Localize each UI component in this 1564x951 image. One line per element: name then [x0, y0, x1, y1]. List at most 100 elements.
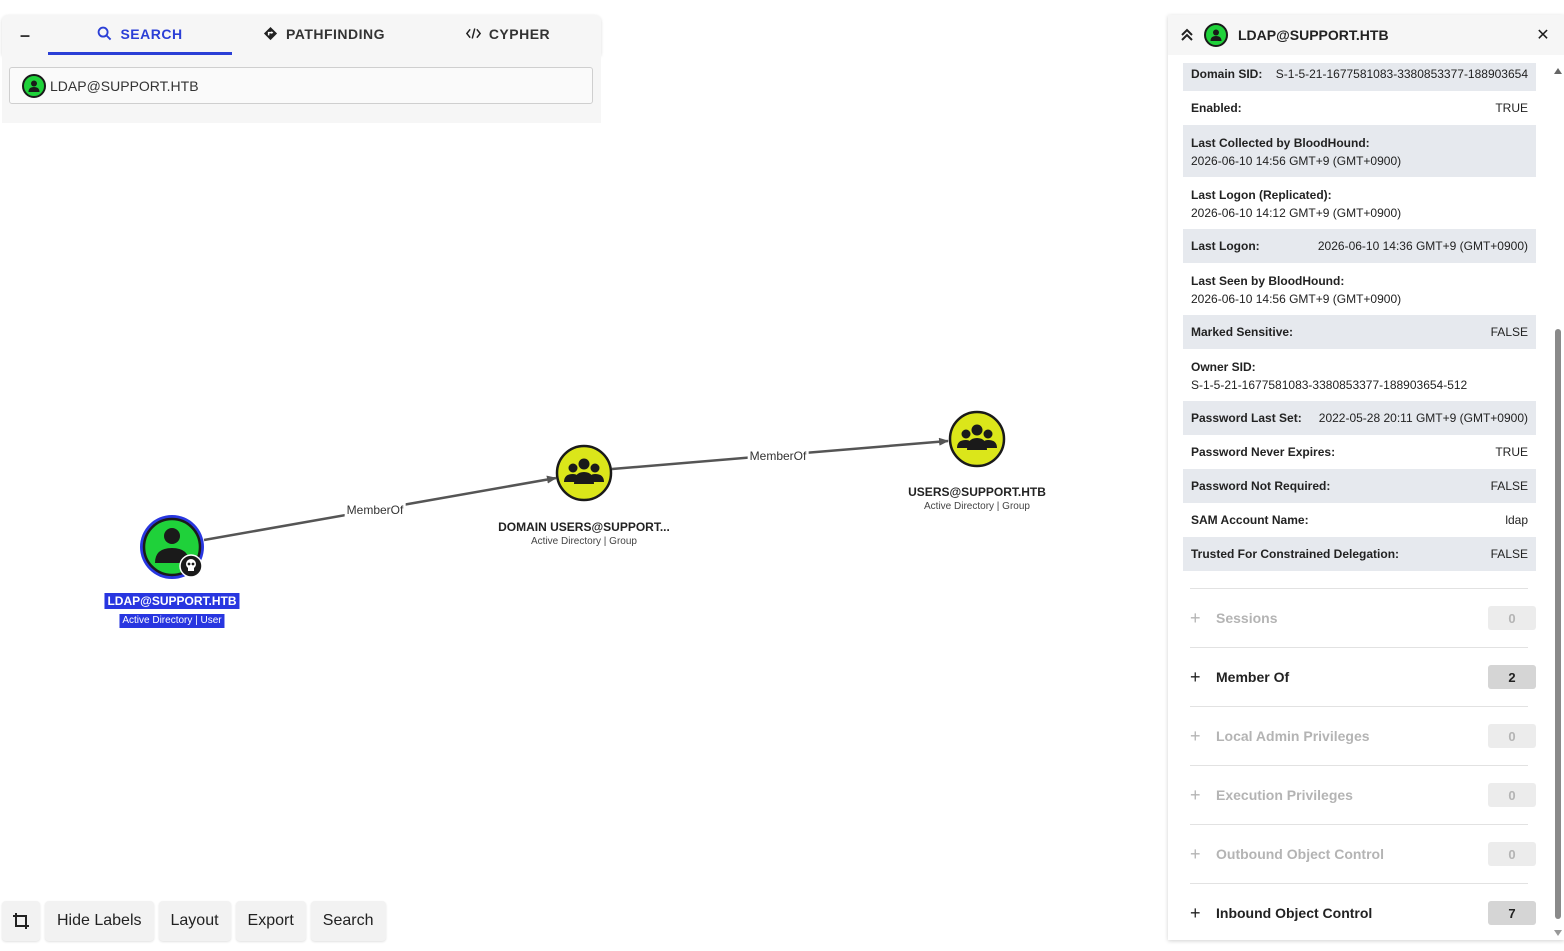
user-node[interactable]	[140, 515, 204, 579]
export-button[interactable]: Export	[235, 901, 306, 941]
plus-icon: +	[1190, 784, 1201, 805]
crop-icon	[13, 913, 29, 929]
plus-icon: +	[1190, 902, 1201, 923]
property-row: Last Logon (Replicated): 2026-06-10 14:12…	[1183, 177, 1536, 229]
property-value: ldap	[1505, 513, 1528, 527]
section-label: Inbound Object Control	[1216, 905, 1373, 921]
property-key: Last Logon:	[1191, 239, 1260, 253]
hide-labels-button[interactable]: Hide Labels	[45, 901, 154, 941]
tab-search[interactable]: SEARCH	[48, 15, 232, 55]
section-execution-privileges[interactable]: + Execution Privileges 0	[1190, 765, 1536, 824]
property-row: Password Not Required:FALSE	[1183, 469, 1536, 503]
edge-label: MemberOf	[344, 503, 406, 517]
node-label[interactable]: USERS@SUPPORT.HTB Active Directory | Gro…	[908, 484, 1046, 514]
node-name: LDAP@SUPPORT.HTB	[104, 593, 240, 609]
property-key: SAM Account Name:	[1191, 513, 1309, 527]
property-row: Password Last Set: 2022-05-28 20:11 GMT+9…	[1183, 401, 1536, 435]
scroll-down-icon[interactable]	[1554, 930, 1562, 936]
user-icon	[22, 73, 46, 98]
property-row: Enabled: TRUE	[1183, 91, 1536, 125]
tab-pathfinding[interactable]: PATHFINDING	[232, 15, 416, 55]
section-count-badge: 0	[1488, 783, 1536, 807]
plus-icon: +	[1190, 843, 1201, 864]
group-icon	[564, 458, 604, 484]
section-label: Member Of	[1216, 669, 1290, 685]
panel-scrollbar[interactable]	[1552, 64, 1564, 940]
section-count-badge: 0	[1488, 606, 1536, 630]
node-type: Active Directory | User	[119, 614, 225, 628]
property-value: 2026-06-10 14:36 GMT+9 (GMT+0900)	[1317, 239, 1528, 253]
property-key: Last Collected by BloodHound:	[1191, 136, 1370, 150]
property-row: Last Seen by BloodHound: 2026-06-10 14:56…	[1183, 263, 1536, 315]
plus-icon: +	[1190, 666, 1201, 687]
node-label[interactable]: DOMAIN USERS@SUPPORT... Active Directory…	[498, 519, 670, 549]
section-member-of[interactable]: + Member Of 2	[1190, 647, 1536, 706]
tab-cypher[interactable]: CYPHER	[416, 15, 600, 55]
entity-panel: LDAP@SUPPORT.HTB ✕ Domain SID: S-1-5-21-1…	[1168, 15, 1564, 940]
property-value: FALSE	[1490, 547, 1528, 561]
layout-button[interactable]: Layout	[158, 901, 231, 941]
crop-button[interactable]	[2, 901, 40, 941]
section-label: Outbound Object Control	[1216, 846, 1384, 862]
property-key: Password Never Expires:	[1191, 445, 1336, 459]
property-value: TRUE	[1495, 445, 1528, 459]
node-type: Active Directory | Group	[924, 501, 1030, 512]
property-value: 2026-06-10 14:56 GMT+9 (GMT+0900)	[1191, 292, 1402, 306]
property-value: 2026-06-10 14:56 GMT+9 (GMT+0900)	[1191, 154, 1402, 168]
tab-label: SEARCH	[120, 25, 183, 42]
code-icon	[465, 28, 481, 39]
node-label[interactable]: LDAP@SUPPORT.HTB Active Directory | User	[104, 592, 240, 628]
property-value: S-1-5-21-1677581083-3380853377-188903654	[1275, 67, 1528, 81]
property-value: FALSE	[1490, 479, 1528, 493]
property-value: 2026-06-10 14:12 GMT+9 (GMT+0900)	[1191, 206, 1402, 220]
property-row: Marked Sensitive:FALSE	[1183, 315, 1536, 349]
entity-panel-body[interactable]: Domain SID: S-1-5-21-1677581083-338085337…	[1168, 63, 1550, 940]
collapse-up-icon[interactable]	[1180, 28, 1194, 42]
property-row: Password Never Expires: TRUE	[1183, 435, 1536, 469]
search-button[interactable]: Search	[310, 901, 386, 941]
collapse-button[interactable]: –	[19, 24, 30, 45]
tab-label: CYPHER	[488, 25, 551, 42]
property-row: Last Collected by BloodHound: 2026-06-10 …	[1183, 125, 1536, 177]
close-icon[interactable]: ✕	[1536, 27, 1550, 44]
scroll-up-icon[interactable]	[1554, 68, 1562, 74]
property-row: SAM Account Name: ldap	[1183, 503, 1536, 537]
pathfinding-icon	[263, 26, 278, 41]
section-count-badge: 2	[1488, 665, 1536, 689]
section-outbound-object-control[interactable]: + Outbound Object Control 0	[1190, 824, 1536, 883]
plus-icon: +	[1190, 607, 1201, 628]
section-label: Execution Privileges	[1216, 787, 1353, 803]
property-key: Last Logon (Replicated):	[1191, 188, 1332, 202]
node-type: Active Directory | Group	[531, 536, 637, 547]
search-value: LDAP@SUPPORT.HTB	[50, 77, 199, 94]
group-node[interactable]	[555, 444, 613, 502]
group-icon	[957, 424, 997, 450]
property-row: Trusted For Constrained Delegation:FALSE	[1183, 537, 1536, 571]
node-name: USERS@SUPPORT.HTB	[908, 485, 1046, 499]
section-label: Local Admin Privileges	[1216, 728, 1370, 744]
node-name: DOMAIN USERS@SUPPORT...	[498, 520, 670, 534]
property-key: Last Seen by BloodHound:	[1191, 274, 1345, 288]
search-icon	[98, 26, 112, 41]
edge-label: MemberOf	[747, 449, 809, 463]
property-key: Enabled:	[1191, 101, 1242, 115]
property-key: Password Last Set:	[1191, 411, 1302, 425]
scroll-thumb[interactable]	[1555, 329, 1561, 919]
property-key: Marked Sensitive:	[1191, 325, 1294, 339]
group-node[interactable]	[948, 410, 1006, 468]
section-count-badge: 0	[1488, 842, 1536, 866]
user-icon	[155, 528, 189, 563]
search-input[interactable]: LDAP@SUPPORT.HTB	[9, 67, 593, 104]
entity-panel-header: LDAP@SUPPORT.HTB ✕	[1168, 15, 1564, 55]
property-key: Domain SID:	[1191, 67, 1263, 81]
property-value: TRUE	[1495, 101, 1528, 115]
skull-icon	[179, 554, 203, 578]
search-panel: – SEARCH PATHFINDING CYPHER LDAP@SUPPORT…	[2, 15, 601, 123]
property-value: 2022-05-28 20:11 GMT+9 (GMT+0900)	[1318, 411, 1528, 425]
